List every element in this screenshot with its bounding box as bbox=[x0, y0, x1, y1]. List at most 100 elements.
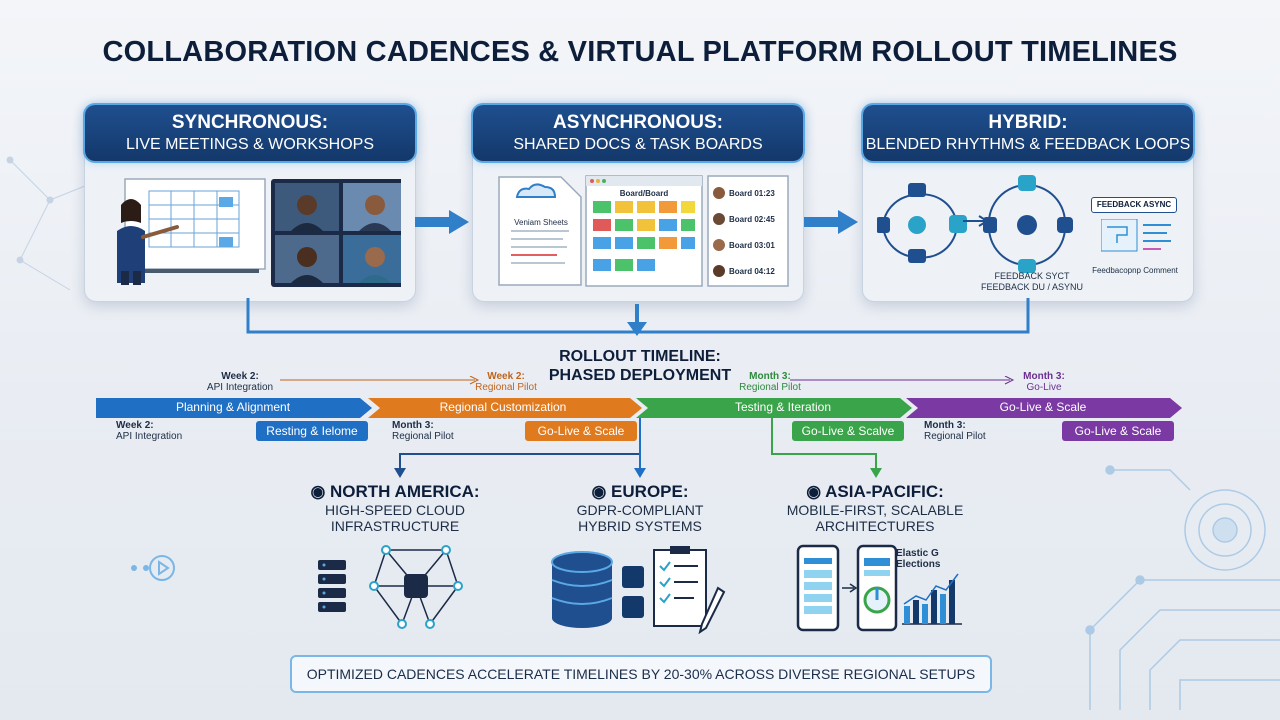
phase-chevron-2 bbox=[368, 398, 642, 418]
cloud-infrastructure-icon bbox=[318, 545, 463, 629]
top-marker-2: Week 2: Regional Pilot bbox=[466, 371, 546, 393]
timeline-tag-1: Resting & Ielome bbox=[256, 421, 368, 441]
top-marker-4-line1: Month 3: bbox=[1023, 371, 1065, 382]
asynchronous-panel: ASYNCHRONOUS: SHARED DOCS & TASK BOARDS … bbox=[472, 104, 804, 302]
list-item: Board 01:23 bbox=[729, 189, 775, 198]
feedback-async-tag: FEEDBACK ASYNC bbox=[1091, 197, 1177, 213]
phase-label-3: Testing & Iteration bbox=[734, 400, 832, 414]
synchronous-subheading: LIVE MEETINGS & WORKSHOPS bbox=[125, 136, 375, 153]
timeline-tag-4: Go-Live & Scale bbox=[1062, 421, 1174, 441]
live-meeting-illustration bbox=[117, 178, 401, 287]
comment-caption: Feedbacopnp Comment bbox=[1092, 266, 1178, 275]
bottom-marker-1-line2: API Integration bbox=[116, 431, 183, 442]
location-pin-icon: ◉ bbox=[591, 482, 607, 501]
pen-icon bbox=[698, 586, 726, 634]
document-caption: Veniam Sheets bbox=[514, 218, 568, 227]
top-marker-3-line1: Month 3: bbox=[749, 371, 791, 382]
hybrid-subheading: BLENDED RHYTHMS & FEEDBACK LOOPS bbox=[865, 136, 1191, 153]
presenter-icon bbox=[117, 199, 179, 285]
top-marker-1-line2: API Integration bbox=[206, 382, 274, 393]
dots-decoration bbox=[131, 555, 175, 581]
bar-chart-icon bbox=[902, 573, 962, 625]
region-asia-pacific-line2: ARCHITECTURES bbox=[815, 518, 935, 534]
location-pin-icon: ◉ bbox=[806, 482, 822, 501]
chart-caption: Elastic G Elections bbox=[896, 548, 966, 570]
region-north-america: ◉ NORTH AMERICA: HIGH-SPEED CLOUD INFRAS… bbox=[300, 482, 490, 534]
phase-label-1: Planning & Alignment bbox=[175, 400, 291, 414]
top-marker-1-line1: Week 2: bbox=[221, 371, 259, 382]
hybrid-panel-header: HYBRID: BLENDED RHYTHMS & FEEDBACK LOOPS bbox=[863, 105, 1193, 161]
task-board-icon bbox=[585, 175, 703, 287]
region-asia-pacific-name: ASIA-PACIFIC: bbox=[825, 482, 944, 501]
region-north-america-name: NORTH AMERICA: bbox=[330, 482, 480, 501]
list-item: Board 04:12 bbox=[729, 267, 775, 276]
timeline-title: ROLLOUT TIMELINE: PHASED DEPLOYMENT bbox=[490, 347, 790, 385]
top-marker-1: Week 2: API Integration bbox=[200, 371, 280, 393]
top-marker-arrows bbox=[280, 376, 1015, 385]
shared-docs-illustration: Veniam Sheets Board/Board Board 01:23 Bo… bbox=[487, 175, 789, 287]
region-europe-line1: GDPR-COMPLIANT bbox=[576, 502, 704, 518]
database-icon bbox=[551, 551, 613, 628]
cloud-icon bbox=[515, 183, 557, 198]
phase-label-4: Go-Live & Scale bbox=[999, 400, 1087, 414]
region-asia-pacific-line1: MOBILE-FIRST, SCALABLE bbox=[786, 502, 964, 518]
top-marker-3-line2: Regional Pilot bbox=[739, 382, 801, 393]
asynchronous-panel-header: ASYNCHRONOUS: SHARED DOCS & TASK BOARDS bbox=[473, 105, 803, 161]
asynchronous-subheading: SHARED DOCS & TASK BOARDS bbox=[513, 136, 763, 153]
timeline-title-line1: ROLLOUT TIMELINE: bbox=[559, 348, 721, 365]
asynchronous-heading: ASYNCHRONOUS: bbox=[553, 112, 723, 133]
hybrid-panel: HYBRID: BLENDED RHYTHMS & FEEDBACK LOOPS bbox=[862, 104, 1194, 302]
video-call-grid-icon bbox=[271, 179, 401, 287]
flow-arrow-right-2 bbox=[804, 210, 858, 234]
bottom-marker-2: Month 3: Regional Pilot bbox=[392, 420, 454, 442]
top-marker-2-line1: Week 2: bbox=[487, 371, 525, 382]
flow-arrow-right-1 bbox=[415, 210, 469, 234]
footer-banner: OPTIMIZED CADENCES ACCELERATE TIMELINES … bbox=[290, 655, 992, 693]
top-marker-3: Month 3: Regional Pilot bbox=[730, 371, 810, 393]
timeline-title-line2: PHASED DEPLOYMENT bbox=[548, 367, 732, 384]
region-north-america-heading: ◉ NORTH AMERICA: bbox=[300, 482, 490, 502]
chart-caption-line1: Elastic G bbox=[896, 548, 939, 559]
bottom-marker-2-line2: Regional Pilot bbox=[392, 431, 454, 442]
top-marker-4-line2: Go-Live bbox=[1026, 382, 1062, 393]
panel-connector-lines bbox=[246, 298, 1030, 336]
mobile-first-icon bbox=[796, 544, 962, 632]
phase-chevron-3 bbox=[636, 398, 912, 418]
synchronous-panel: SYNCHRONOUS: LIVE MEETINGS & WORKSHOPS bbox=[84, 104, 416, 302]
region-europe-name: EUROPE: bbox=[611, 482, 689, 501]
feedback-loop-illustration: FEEDBACK SYCT FEEDBACK DU / ASYNU FEEDBA… bbox=[877, 175, 1179, 292]
hybrid-heading: HYBRID: bbox=[988, 112, 1068, 133]
checklist-icon bbox=[653, 546, 707, 627]
phase-chevron-1 bbox=[96, 398, 372, 418]
top-marker-4: Month 3: Go-Live bbox=[1004, 371, 1084, 393]
region-asia-pacific: ◉ ASIA-PACIFIC: MOBILE-FIRST, SCALABLE A… bbox=[770, 482, 980, 534]
gdpr-compliance-icon bbox=[551, 546, 726, 634]
feedback-loop-icon bbox=[877, 175, 1073, 273]
bottom-marker-1-line1: Week 2: bbox=[116, 420, 154, 431]
region-connector-lines bbox=[394, 418, 882, 478]
region-europe-line2: HYBRID SYSTEMS bbox=[578, 518, 702, 534]
bottom-marker-3-line2: Regional Pilot bbox=[924, 431, 986, 442]
bottom-marker-3-line1: Month 3: bbox=[924, 420, 966, 431]
chart-caption-line2: Elections bbox=[896, 559, 941, 570]
region-asia-pacific-heading: ◉ ASIA-PACIFIC: bbox=[770, 482, 980, 502]
synchronous-panel-header: SYNCHRONOUS: LIVE MEETINGS & WORKSHOPS bbox=[85, 105, 415, 161]
region-north-america-line2: INFRASTRUCTURE bbox=[330, 518, 460, 534]
circuit-decoration bbox=[1085, 465, 1280, 710]
bottom-marker-2-line1: Month 3: bbox=[392, 420, 434, 431]
timeline-chevrons bbox=[96, 398, 1182, 418]
location-pin-icon: ◉ bbox=[310, 482, 326, 501]
region-north-america-line1: HIGH-SPEED CLOUD bbox=[324, 502, 466, 518]
loop-caption-2: FEEDBACK DU / ASYNU bbox=[980, 282, 1084, 292]
task-board-caption: Board/Board bbox=[619, 189, 669, 198]
whiteboard-icon bbox=[124, 178, 266, 270]
list-item: Board 03:01 bbox=[729, 241, 775, 250]
list-item: Board 02:45 bbox=[729, 215, 775, 224]
comment-board-icon bbox=[1101, 219, 1171, 252]
phase-chevron-4 bbox=[906, 398, 1182, 418]
bottom-marker-3: Month 3: Regional Pilot bbox=[924, 420, 986, 442]
timeline-tag-2: Go-Live & Scale bbox=[525, 421, 637, 441]
region-europe: ◉ EUROPE: GDPR-COMPLIANT HYBRID SYSTEMS bbox=[560, 482, 720, 534]
bottom-marker-1: Week 2: API Integration bbox=[116, 420, 182, 442]
phase-label-2: Regional Customization bbox=[439, 400, 567, 414]
